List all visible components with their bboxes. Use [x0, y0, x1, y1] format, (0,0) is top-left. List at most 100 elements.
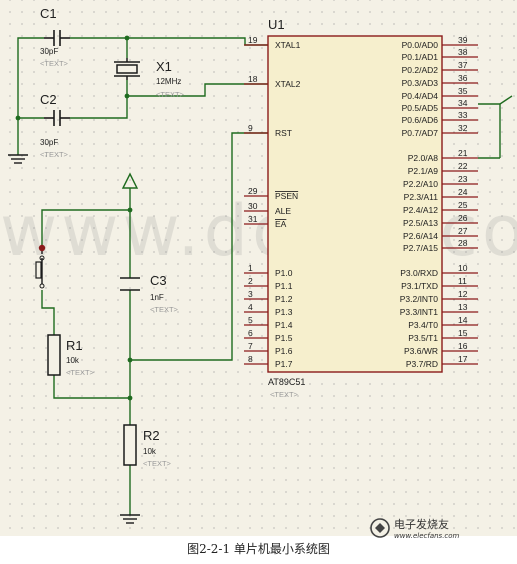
pin-name: EA: [275, 219, 287, 229]
pin-name: P0.0/AD0: [402, 40, 439, 50]
wire-c1-x1: [70, 37, 128, 58]
wire-bus-exit: [499, 95, 513, 105]
c1-symbol: [44, 30, 70, 46]
logo-url: www.elecfans.com: [394, 532, 460, 540]
pin-name: P1.5: [275, 333, 293, 343]
pin-name: P2.0/A8: [408, 153, 439, 163]
pin-name: P1.4: [275, 320, 293, 330]
pin-name: P2.2/A10: [403, 179, 438, 189]
r2-placeholder: <TEXT>: [143, 459, 172, 468]
pin-number: 37: [458, 60, 468, 70]
pin-name: P3.2/INT0: [400, 294, 439, 304]
x1-ref-label: X1: [156, 59, 172, 74]
wire-xtal1: [127, 37, 268, 46]
pin-name: RST: [275, 128, 292, 138]
pin-number: 11: [458, 276, 467, 286]
pin-name: P0.7/AD7: [402, 128, 439, 138]
r2-value-label: 10k: [143, 447, 157, 456]
pin-name: P2.5/A13: [403, 218, 438, 228]
c2-placeholder: <TEXT>: [40, 150, 69, 159]
c1-placeholder: <TEXT>: [40, 59, 69, 68]
pin-name: P2.7/A15: [403, 243, 438, 253]
resistor-r1-symbol: [47, 334, 61, 376]
pin-name: P2.6/A14: [403, 231, 438, 241]
pin-number: 18: [248, 74, 258, 84]
ground-icon: [8, 154, 28, 164]
pin-number: 25: [458, 200, 468, 210]
c1-ref-label: C1: [40, 6, 57, 21]
pin-number: 5: [248, 315, 253, 325]
r1-value-label: 10k: [66, 356, 80, 365]
pin-name: ALE: [275, 206, 291, 216]
pin-name: P0.2/AD2: [402, 65, 439, 75]
chip-placeholder: <TEXT>: [270, 390, 299, 399]
pin-number: 35: [458, 86, 468, 96]
pin-number: 26: [458, 213, 468, 223]
pin-number: 28: [458, 238, 468, 248]
pin-number: 27: [458, 226, 468, 236]
pin-number: 21: [458, 148, 468, 158]
c2-value-label: 30pF: [40, 138, 58, 147]
logo-text: 电子发烧友: [394, 517, 449, 531]
r1-ref-label: R1: [66, 338, 83, 353]
c2-ref-label: C2: [40, 92, 57, 107]
pin-name: P1.7: [275, 359, 293, 369]
pin-name: P2.3/A11: [404, 192, 439, 202]
pin-name: PSEN: [275, 191, 298, 201]
pin-number: 39: [458, 35, 468, 45]
figure-caption: 图2-2-1 单片机最小系统图: [187, 542, 330, 556]
pin-number: 9: [248, 123, 253, 133]
pin-name: P0.5/AD5: [402, 103, 439, 113]
pin-number: 4: [248, 302, 253, 312]
pin-name: P1.3: [275, 307, 293, 317]
pin-name: P2.1/A9: [408, 166, 439, 176]
pin-number: 30: [248, 201, 258, 211]
pin-number: 2: [248, 276, 253, 286]
resistor-r2-symbol: [123, 424, 137, 466]
pin-number: 33: [458, 110, 468, 120]
pin-number: 3: [248, 289, 253, 299]
c3-placeholder: <TEXT>: [150, 305, 179, 314]
pin-name: P0.3/AD3: [402, 78, 439, 88]
pin-name: P3.1/TXD: [401, 281, 438, 291]
pin-name: P2.4/A12: [403, 205, 438, 215]
wire-c2-x1: [70, 80, 128, 119]
pin-name: XTAL1: [275, 40, 301, 50]
pin-name: P1.1: [275, 281, 293, 291]
x1-value-label: 12MHz: [156, 77, 181, 86]
pin-name: P3.5/T1: [408, 333, 438, 343]
pin-name: P1.2: [275, 294, 293, 304]
pin-number: 29: [248, 186, 258, 196]
x1-placeholder: <TEXT>: [156, 90, 185, 99]
pin-number: 36: [458, 73, 468, 83]
pin-number: 38: [458, 47, 468, 57]
c3-symbol: [120, 277, 140, 291]
wire-gnd-c1: [17, 37, 44, 132]
pin-number: 8: [248, 354, 253, 364]
wire-switch-r1: [41, 290, 55, 335]
pin-number: 22: [458, 161, 468, 171]
pin-number: 1: [248, 263, 253, 273]
pin-name: P3.6/WR: [404, 346, 438, 356]
pin-number: 31: [248, 214, 258, 224]
elecfans-logo: 电子发烧友 www.elecfans.com: [370, 517, 460, 540]
vcc-arrow-icon: [121, 172, 139, 189]
pin-name: P3.4/T0: [408, 320, 438, 330]
c3-ref-label: C3: [150, 273, 167, 288]
r1-placeholder: <TEXT>: [66, 368, 95, 377]
pin-name: P3.3/INT1: [400, 307, 439, 317]
c3-value-label: 1nF: [150, 293, 164, 302]
ground-symbols: [8, 154, 140, 524]
reset-switch-symbol: [35, 244, 46, 289]
pin-number: 34: [458, 98, 468, 108]
pin-name: P0.4/AD4: [402, 91, 439, 101]
pin-number: 10: [458, 263, 468, 273]
wire-rst: [130, 132, 268, 361]
wire-p0-bus: [478, 103, 501, 158]
pin-name: P3.0/RXD: [400, 268, 438, 278]
pin-name: P1.0: [275, 268, 293, 278]
pin-number: 16: [458, 341, 468, 351]
pin-name: P3.7/RD: [406, 359, 438, 369]
c2-symbol: [44, 110, 70, 126]
